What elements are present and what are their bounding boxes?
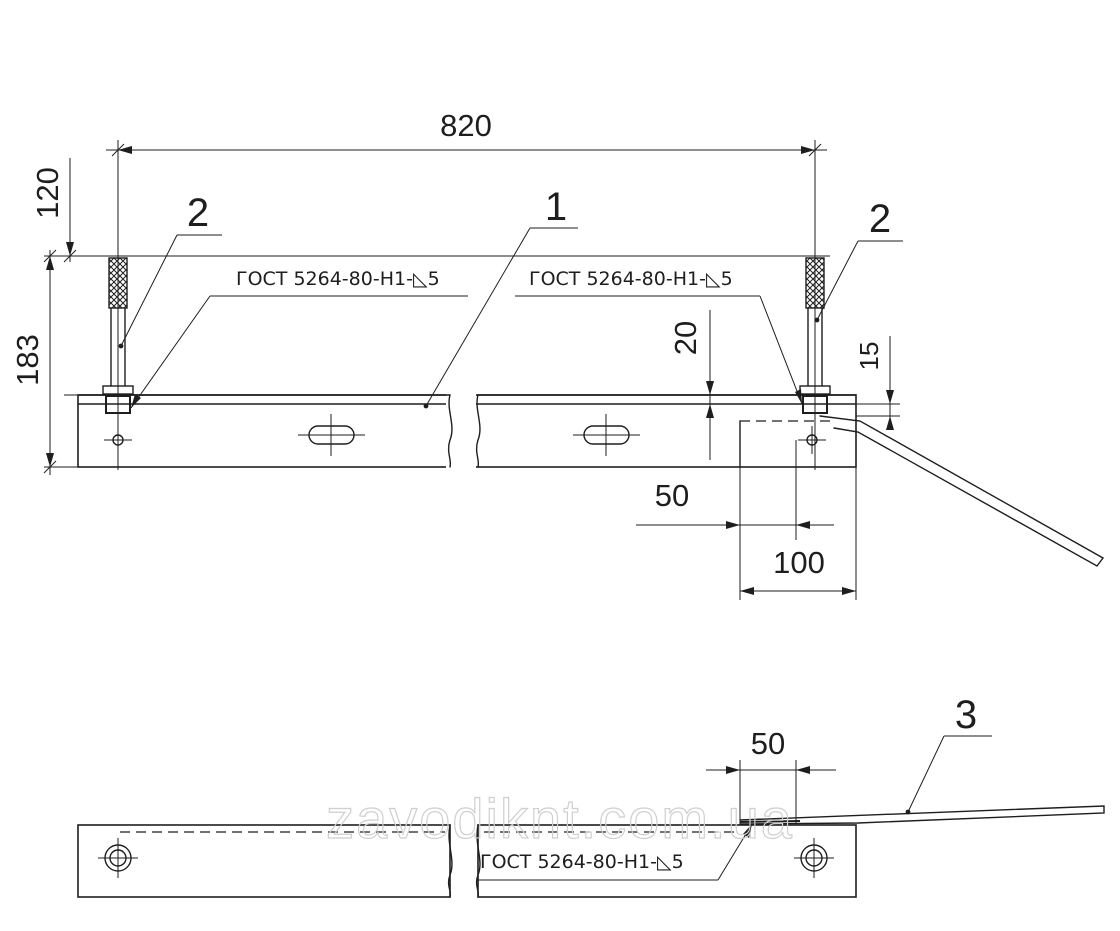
- dim-50-bottom-label: 50: [751, 726, 785, 761]
- strip-3-weld: [739, 820, 801, 823]
- bottom-plate-left: [77, 824, 451, 898]
- leader-pos-3: 3: [905, 693, 992, 815]
- dim-20: 20: [668, 310, 714, 460]
- leader-pos-2-left: 2: [118, 191, 222, 349]
- top-view: 820 120 183 20: [10, 108, 1105, 600]
- dim-50-top-label: 50: [655, 478, 689, 513]
- stud-right: [799, 245, 831, 470]
- weld-note-left-text: ГОСТ 5264-80-Н1-◺5: [236, 268, 440, 290]
- pos-2-left-label: 2: [187, 191, 209, 235]
- dim-120-label: 120: [30, 167, 65, 219]
- weld-note-bottom-text: ГОСТ 5264-80-Н1-◺5: [480, 851, 684, 873]
- weld-note-right-text: ГОСТ 5264-80-Н1-◺5: [529, 268, 733, 290]
- dim-820-label: 820: [440, 108, 492, 143]
- dim-15: 15: [854, 336, 900, 430]
- strip-angled: [819, 415, 1105, 567]
- leader-pos-2-right: 2: [814, 197, 903, 323]
- dim-100-label: 100: [773, 545, 825, 580]
- dim-183-label: 183: [10, 334, 45, 386]
- weld-note-left: ГОСТ 5264-80-Н1-◺5: [130, 268, 468, 409]
- weld-note-right: ГОСТ 5264-80-Н1-◺5: [515, 268, 803, 405]
- bottom-break-left: [447, 824, 453, 898]
- dim-100: 100: [740, 467, 857, 600]
- dim-50-top: 50: [636, 421, 834, 600]
- bottom-break-right: [475, 824, 481, 898]
- watermark: zavodiknt.com.ua: [326, 787, 794, 850]
- strip-3: [739, 805, 1105, 825]
- bottom-hole-left: [98, 838, 138, 878]
- pos-3-label: 3: [955, 693, 977, 737]
- dim-820: 820: [106, 108, 827, 258]
- dim-50-bottom: 50: [706, 726, 836, 824]
- dim-15-label: 15: [854, 342, 884, 371]
- break-line-right: [475, 394, 481, 468]
- bottom-plate-right: [477, 824, 857, 898]
- leader-pos-1: 1: [423, 185, 578, 409]
- dim-120: 120: [30, 158, 830, 263]
- bottom-hole-right: [794, 838, 834, 878]
- dim-183: 183: [10, 249, 80, 475]
- bottom-view: 50 3 ГОСТ 5264-80-Н1-◺5: [77, 693, 1105, 898]
- pos-1-label: 1: [545, 185, 567, 229]
- weld-note-bottom: ГОСТ 5264-80-Н1-◺5: [478, 823, 753, 881]
- break-line-left: [447, 394, 453, 468]
- dim-20-label: 20: [668, 321, 703, 355]
- pos-2-right-label: 2: [869, 197, 891, 241]
- break-gap: [446, 393, 476, 469]
